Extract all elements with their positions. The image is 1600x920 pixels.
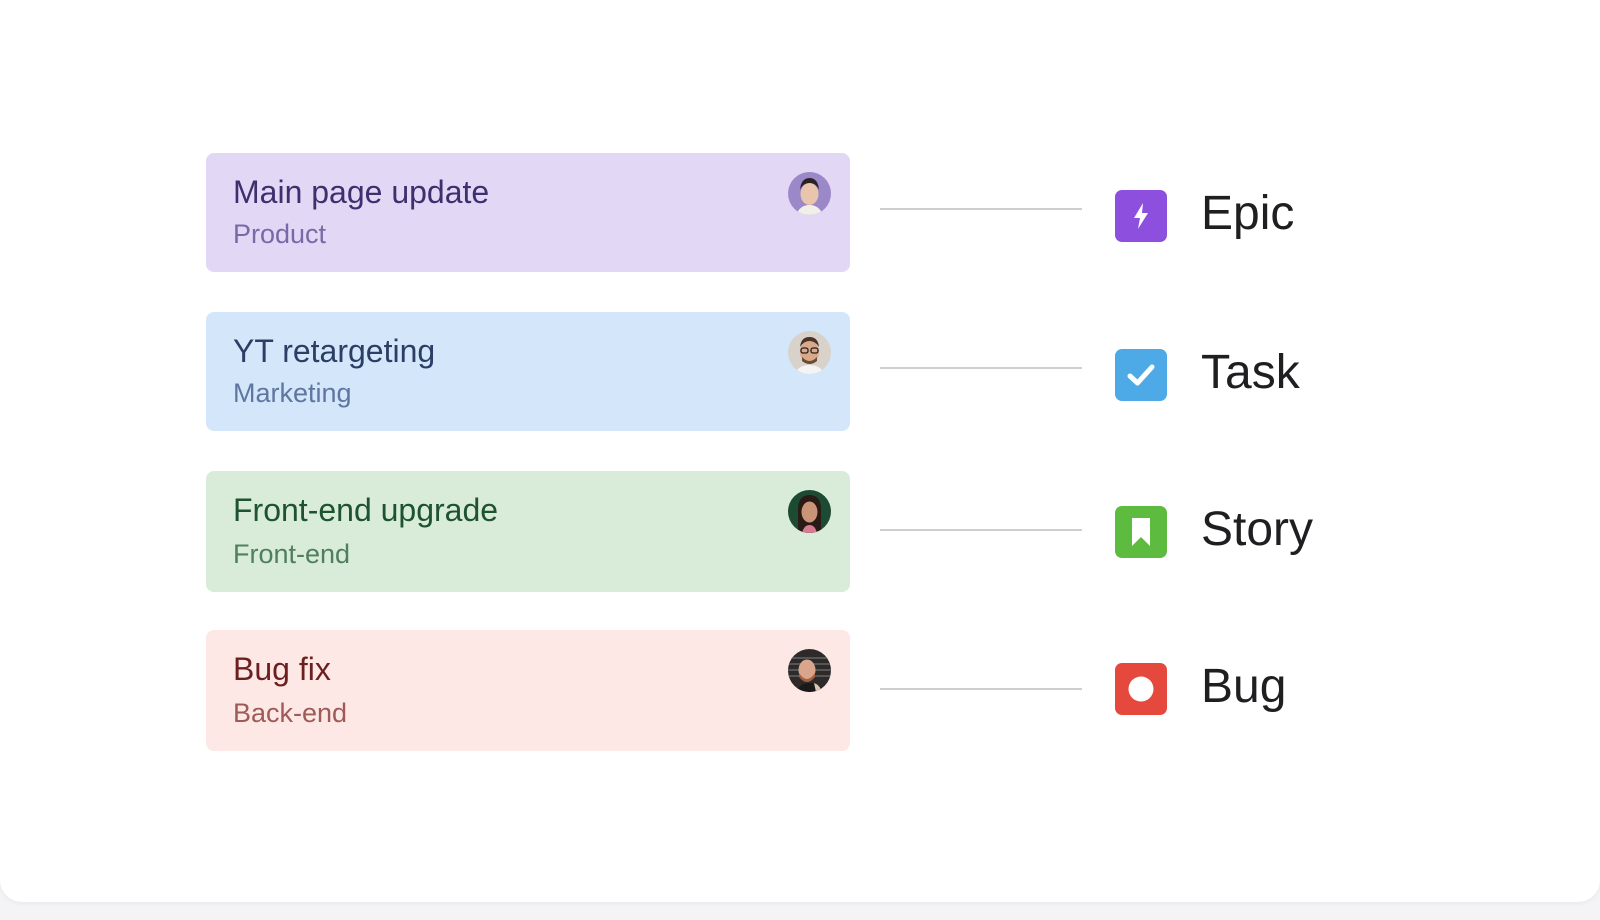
- issue-card-main-page-update[interactable]: Main page update Product: [206, 153, 850, 272]
- assignee-avatar: [788, 490, 831, 533]
- issue-card-front-end-upgrade[interactable]: Front-end upgrade Front-end: [206, 471, 850, 592]
- lightning-icon: [1115, 190, 1167, 242]
- bookmark-icon: [1115, 506, 1167, 558]
- card-subtitle: Marketing: [233, 378, 352, 408]
- connector-line-story: [880, 529, 1082, 531]
- issue-card-bug-fix[interactable]: Bug fix Back-end: [206, 630, 850, 751]
- assignee-avatar: [788, 172, 831, 215]
- issue-card-yt-retargeting[interactable]: YT retargeting Marketing: [206, 312, 850, 431]
- card-title: Front-end upgrade: [233, 492, 499, 528]
- connector-line-bug: [880, 688, 1082, 690]
- card-subtitle: Back-end: [233, 698, 348, 728]
- person-avatar-icon: [796, 178, 823, 215]
- card-title: Main page update: [233, 174, 490, 210]
- connector-line-task: [880, 367, 1082, 369]
- issue-type-label-bug: Bug: [1201, 660, 1287, 713]
- person-avatar-icon: [798, 495, 821, 533]
- issue-type-label-story: Story: [1201, 503, 1314, 556]
- card-title: YT retargeting: [233, 333, 436, 369]
- assignee-avatar: [788, 331, 831, 374]
- person-avatar-icon: [788, 657, 831, 692]
- issue-type-label-epic: Epic: [1201, 187, 1295, 240]
- connector-line-epic: [880, 208, 1082, 210]
- circle-icon: [1115, 663, 1167, 715]
- assignee-avatar: [788, 649, 831, 692]
- checkmark-icon: [1115, 349, 1167, 401]
- card-subtitle: Front-end: [233, 539, 351, 569]
- issue-type-label-task: Task: [1201, 346, 1300, 399]
- person-avatar-icon: [794, 337, 825, 374]
- card-title: Bug fix: [233, 651, 331, 687]
- card-subtitle: Product: [233, 219, 327, 249]
